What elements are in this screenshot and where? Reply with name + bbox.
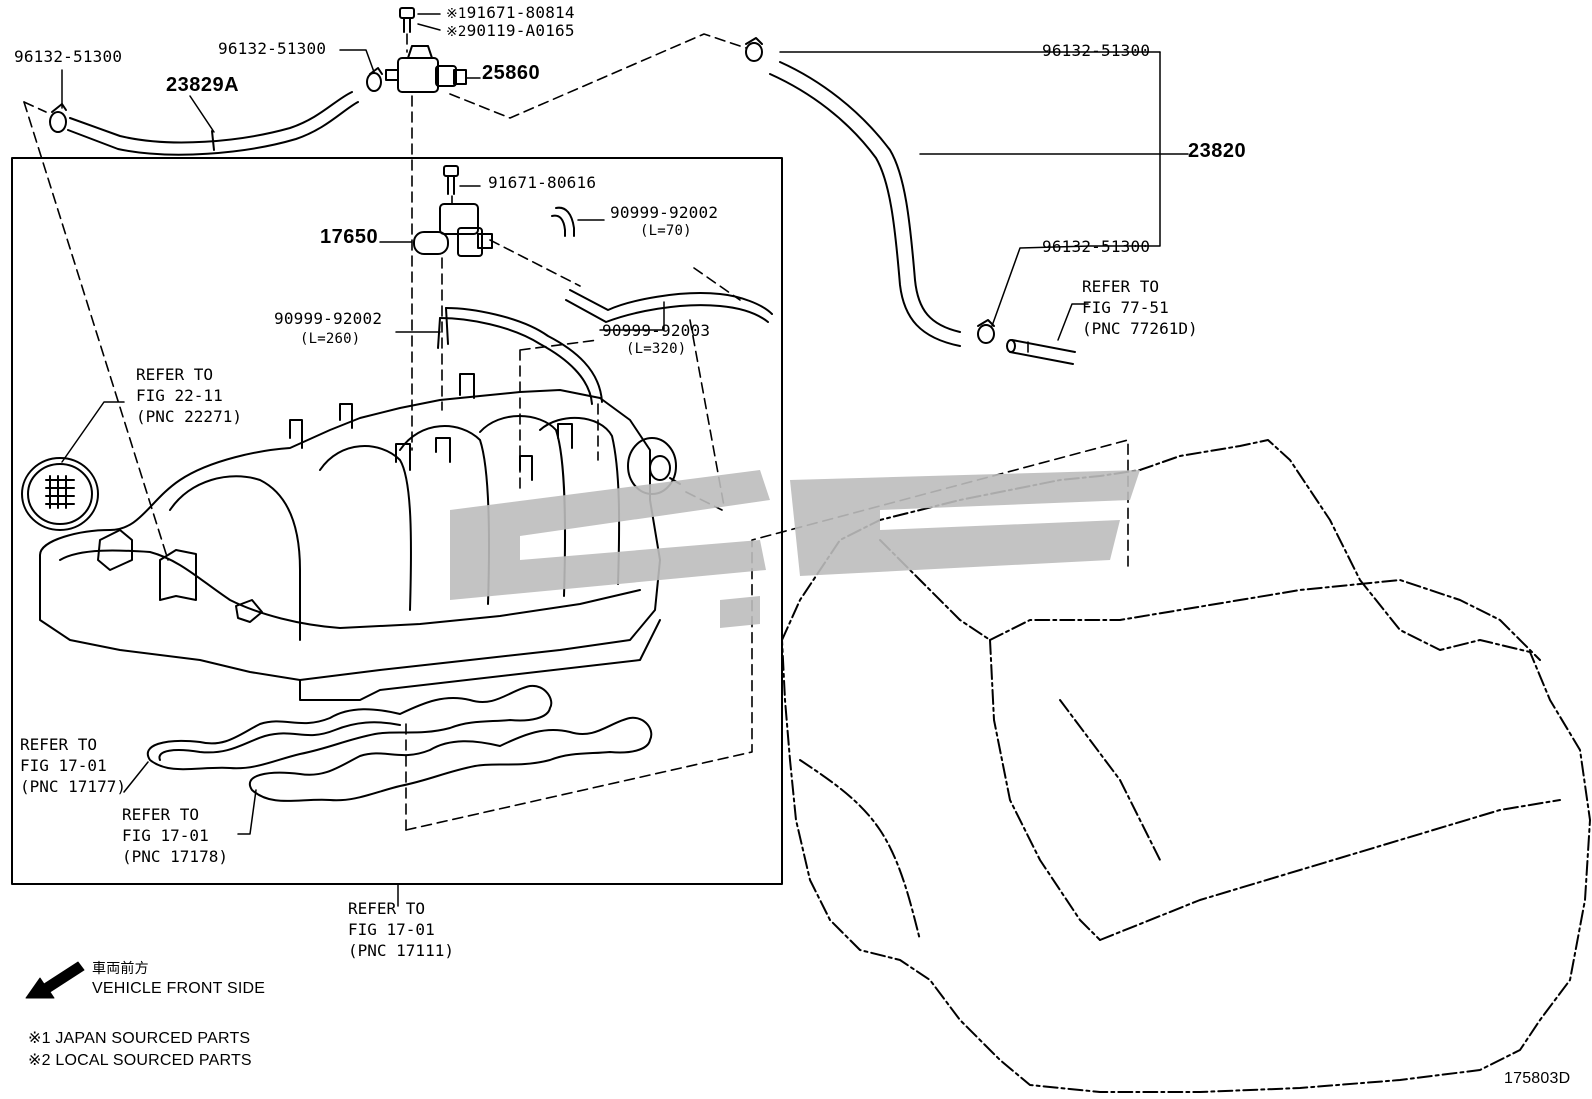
ref-17111-line2: FIG 17-01: [348, 920, 435, 939]
ref-17177-line2: FIG 17-01: [20, 756, 107, 775]
front-arrow: [25, 961, 85, 999]
label-sensor-17650: 17650: [320, 226, 379, 248]
intake-gasket-17178: [248, 716, 653, 802]
ref-17177-line3: (PNC 17177): [20, 777, 126, 796]
label-clip-center: 96132-51300: [218, 39, 327, 58]
ref-77-line3: (PNC 77261D): [1082, 319, 1198, 338]
mark-1: ※1: [446, 6, 467, 22]
label-hose-l70: 90999-92002: [610, 203, 719, 222]
clip-top-left: [49, 103, 67, 133]
ref-17177-line1: REFER TO: [20, 735, 98, 754]
ref-17178-line3: (PNC 17178): [122, 847, 228, 866]
gasket-22271: [21, 457, 99, 531]
intake-manifold: [39, 373, 661, 701]
ref-77-line1: REFER TO: [1082, 277, 1160, 296]
clip-center: [366, 67, 383, 92]
ref-pnc-17178: REFER TO FIG 17-01 (PNC 17178): [122, 804, 228, 867]
ref-22-line2: FIG 22-11: [136, 386, 223, 405]
label-hose-l320: 90999-92003: [602, 321, 711, 340]
label-hose-l320-length: (L=320): [626, 341, 687, 357]
detail-frame: [11, 157, 783, 885]
leader-lines: [61, 13, 1189, 907]
label-hose-l70-length: (L=70): [640, 223, 692, 239]
hose-23829a: [67, 91, 359, 156]
label-clip-right-top: 96132-51300: [1042, 41, 1151, 60]
label-hose-23820: 23820: [1188, 140, 1247, 162]
hose-23820: [769, 61, 961, 347]
bolt-local-number: 90119-A0165: [466, 21, 575, 40]
ref-pnc-17111: REFER TO FIG 17-01 (PNC 17111): [348, 898, 454, 961]
manifold-inlet: [97, 529, 263, 623]
ref-fig-77-51: REFER TO FIG 77-51 (PNC 77261D): [1082, 276, 1198, 339]
label-hose-23829a: 23829A: [166, 74, 240, 96]
ref-pnc-17177: REFER TO FIG 17-01 (PNC 17177): [20, 734, 126, 797]
ref-22-line1: REFER TO: [136, 365, 214, 384]
label-vsv-25860: 25860: [482, 62, 541, 84]
label-bolt-2: 91671-80616: [488, 173, 597, 192]
figure-number: 175803D: [1504, 1070, 1571, 1087]
hose-l70: [551, 206, 575, 237]
hose-l260: [437, 307, 603, 405]
legend-front-jp: 車両前方: [92, 961, 149, 977]
vsv-25860: [385, 45, 467, 93]
pipe-77261d: [1006, 339, 1076, 365]
ref-17111-line1: REFER TO: [348, 899, 426, 918]
legend-front-en: VEHICLE FRONT SIDE: [92, 980, 266, 997]
label-bolt-local: ※290119-A0165: [446, 22, 575, 41]
ref-17111-line3: (PNC 17111): [348, 941, 454, 960]
intake-gasket-17177: [146, 684, 553, 771]
clip-right-mid: [977, 319, 995, 344]
label-clip-top-left: 96132-51300: [14, 47, 123, 66]
clip-right-top: [745, 37, 763, 62]
legend-note-2: ※2 LOCAL SOURCED PARTS: [28, 1052, 252, 1069]
ref-17178-line2: FIG 17-01: [122, 826, 209, 845]
bolt-2: [443, 165, 459, 195]
label-bolt-jp: ※191671-80814: [446, 4, 575, 23]
ref-17178-line1: REFER TO: [122, 805, 200, 824]
ref-22-line3: (PNC 22271): [136, 407, 242, 426]
hose-l320: [565, 289, 773, 323]
label-hose-l260-length: (L=260): [300, 331, 361, 347]
bolt-jp-number: 91671-80814: [466, 3, 575, 22]
label-clip-right-mid: 96132-51300: [1042, 237, 1151, 256]
watermark: [450, 470, 1140, 628]
ref-77-line2: FIG 77-51: [1082, 298, 1169, 317]
mark-2: ※2: [446, 24, 467, 40]
ref-fig-22-11: REFER TO FIG 22-11 (PNC 22271): [136, 364, 242, 427]
sensor-17650: [413, 203, 493, 257]
bolt-top: [399, 7, 415, 33]
legend-note-1: ※1 JAPAN SOURCED PARTS: [28, 1030, 251, 1047]
label-hose-l260: 90999-92002: [274, 309, 383, 328]
